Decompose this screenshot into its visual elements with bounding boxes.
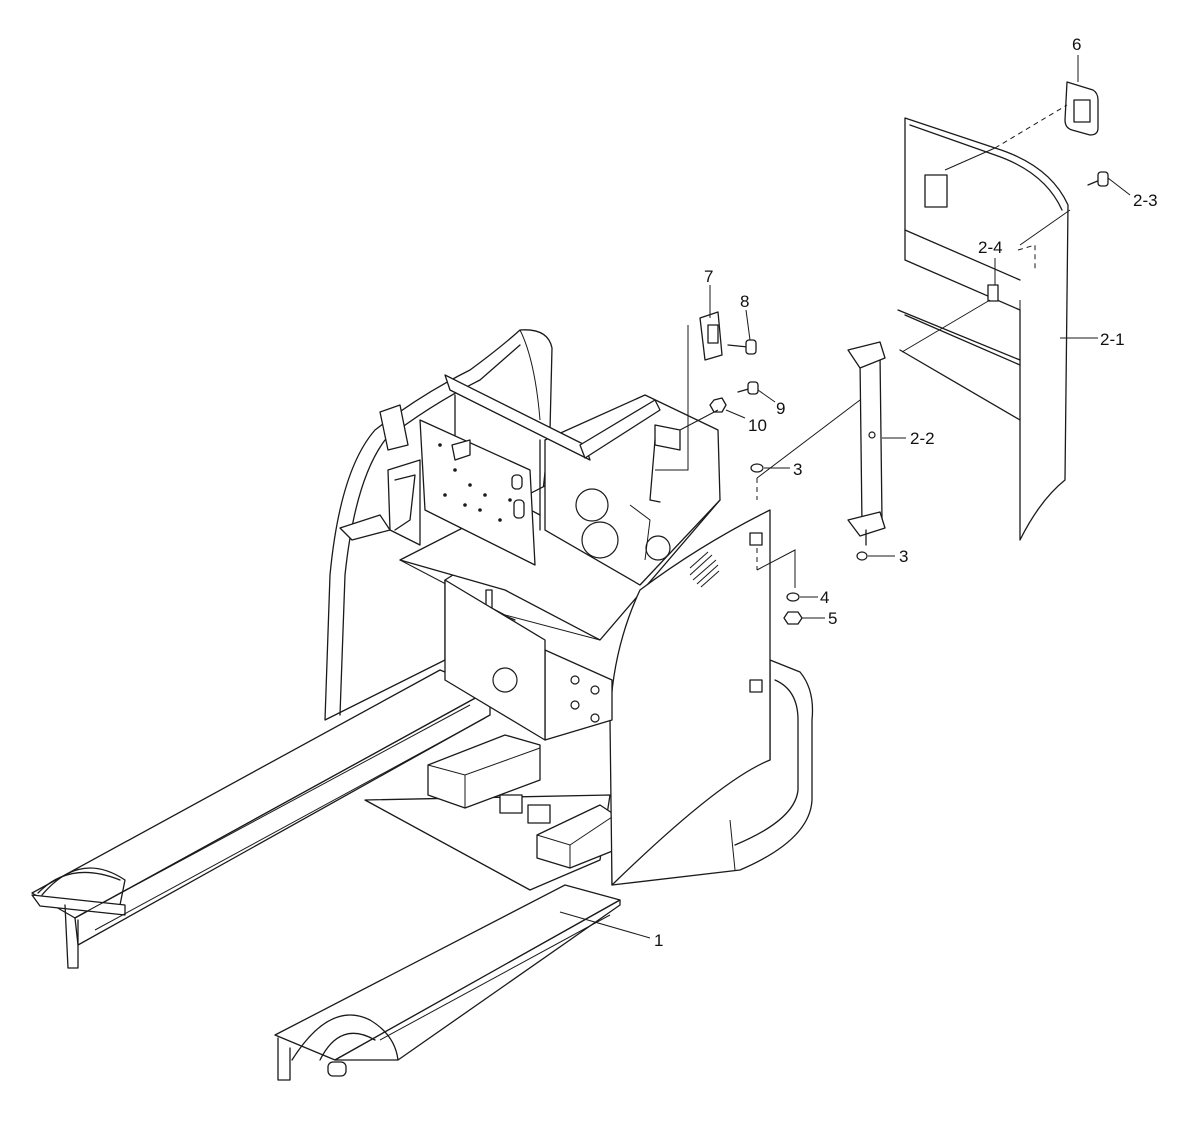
screw-2-3 xyxy=(1087,171,1109,187)
lower-column xyxy=(444,579,613,741)
callout-3-upper: 3 xyxy=(793,460,802,479)
callouts: 6 2-3 2-4 2-1 2-2 3 3 4 5 7 8 9 10 1 xyxy=(654,35,1158,950)
callout-4: 4 xyxy=(820,588,829,607)
washer-3-upper xyxy=(750,463,764,473)
callout-8: 8 xyxy=(740,292,749,311)
nut-10 xyxy=(709,397,727,413)
washer-4 xyxy=(786,592,800,602)
floor-plate xyxy=(364,734,616,891)
assembly-lines xyxy=(655,104,1071,588)
left-fork-leg xyxy=(31,669,491,969)
front-right-panel xyxy=(609,509,771,886)
plate-holes xyxy=(438,443,512,522)
clip-2-4 xyxy=(987,284,999,302)
callout-7: 7 xyxy=(704,267,713,286)
callout-2-4: 2-4 xyxy=(978,238,1003,257)
inner-plate xyxy=(419,419,536,566)
right-fork-leg xyxy=(274,884,621,1081)
chassis-frame xyxy=(31,329,814,1081)
bolt-8 xyxy=(727,339,757,355)
callout-10: 10 xyxy=(748,416,767,435)
callout-2-3: 2-3 xyxy=(1133,191,1158,210)
left-bracket xyxy=(339,404,421,546)
bolt-9 xyxy=(737,381,759,395)
cover-panel-2-1 xyxy=(897,117,1069,541)
hinge-bar-2-2 xyxy=(847,341,886,561)
bracket-assembly-7 xyxy=(649,311,759,503)
callout-3-lower: 3 xyxy=(899,547,908,566)
callout-2-1: 2-1 xyxy=(1100,330,1125,349)
speaker-grille xyxy=(689,551,720,588)
leader-lines xyxy=(559,55,1131,939)
callout-5: 5 xyxy=(828,609,837,628)
switch-plate-6 xyxy=(1064,81,1099,136)
callout-1: 1 xyxy=(654,931,663,950)
nut-5 xyxy=(783,611,803,625)
callout-6: 6 xyxy=(1072,35,1081,54)
callout-9: 9 xyxy=(776,399,785,418)
callout-2-2: 2-2 xyxy=(910,429,935,448)
